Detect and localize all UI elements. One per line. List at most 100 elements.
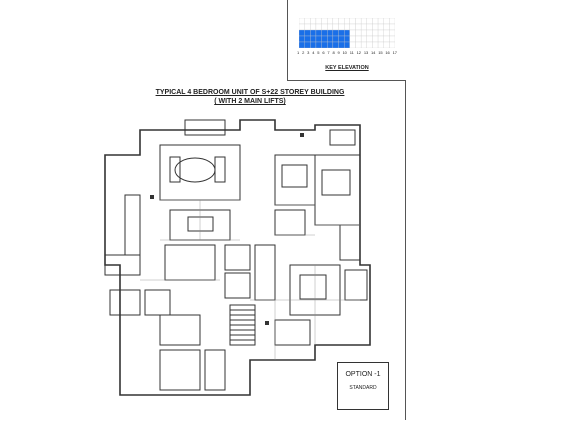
grid-cell	[360, 35, 367, 43]
grid-cell	[372, 18, 379, 25]
floor-number: 11	[349, 50, 354, 55]
grid-cell	[377, 23, 384, 31]
grid-cell	[321, 18, 328, 25]
grid-cell	[315, 41, 322, 48]
grid-cell	[327, 35, 334, 43]
grid-cell	[310, 18, 317, 25]
grid-cell	[304, 41, 311, 48]
grid-cell	[389, 35, 395, 43]
grid-cell	[383, 18, 390, 25]
grid-cell	[349, 23, 356, 31]
floor-number: 2	[302, 50, 305, 55]
option-label: OPTION -1	[345, 371, 381, 378]
floor-number: 15	[378, 50, 383, 55]
grid-cell	[355, 41, 362, 48]
grid-cell	[360, 23, 367, 31]
grid-cell	[366, 29, 373, 37]
grid-cell	[327, 41, 334, 48]
grid-cell	[389, 29, 395, 37]
floor-number: 4	[312, 50, 315, 55]
floor-number: 17	[392, 50, 397, 55]
grid-cell	[315, 29, 322, 37]
grid-cell	[355, 18, 362, 25]
grid-cell	[304, 18, 311, 25]
grid-cell	[315, 23, 322, 31]
grid-cell	[383, 23, 390, 31]
grid-cell	[299, 35, 305, 43]
grid-cell	[338, 23, 345, 31]
grid-cell	[344, 35, 350, 43]
grid-cell	[315, 35, 322, 43]
grid-cell	[344, 29, 350, 37]
plan-title: TYPICAL 4 BEDROOM UNIT OF S+22 STOREY BU…	[130, 88, 370, 106]
grid-cell	[327, 18, 334, 25]
grid-cell	[383, 29, 390, 37]
grid-cell	[383, 35, 390, 43]
grid-cell	[349, 35, 356, 43]
option-box: OPTION -1 STANDARD	[337, 362, 389, 410]
grid-cell	[321, 35, 328, 43]
grid-cell	[366, 18, 373, 25]
grid-cell	[321, 23, 328, 31]
grid-cell	[332, 29, 339, 37]
grid-cell	[327, 29, 334, 37]
grid-cell	[304, 35, 311, 43]
floor-number: 12	[356, 50, 361, 55]
grid-cell	[372, 35, 379, 43]
grid-cell	[338, 18, 345, 25]
grid-cell	[310, 23, 317, 31]
floor-number: 6	[322, 50, 325, 55]
floor-number: 13	[363, 50, 369, 55]
grid-cell	[304, 23, 311, 31]
grid-cell	[389, 23, 395, 31]
grid-cell	[355, 29, 362, 37]
grid-cell	[310, 29, 317, 37]
floor-number: 5	[317, 50, 320, 55]
floor-number: 9	[337, 50, 340, 55]
floor-number: 1	[297, 50, 300, 55]
grid-cell	[349, 18, 356, 25]
grid-cell	[366, 35, 373, 43]
grid-cell	[383, 41, 390, 48]
grid-cell	[344, 23, 350, 31]
grid-cell	[366, 23, 373, 31]
grid-cell	[321, 41, 328, 48]
grid-cell	[349, 29, 356, 37]
grid-cell	[389, 41, 395, 48]
floor-number: 3	[307, 50, 310, 55]
plan-title-line1: TYPICAL 4 BEDROOM UNIT OF S+22 STOREY BU…	[155, 89, 345, 96]
option-sub-label: STANDARD	[349, 385, 377, 391]
grid-cell	[332, 23, 339, 31]
grid-cell	[332, 18, 339, 25]
grid-cell	[304, 29, 311, 37]
grid-cell	[315, 18, 322, 25]
grid-cell	[338, 41, 345, 48]
grid-cell	[332, 35, 339, 43]
grid-cell	[332, 41, 339, 48]
grid-cell	[299, 18, 305, 25]
grid-cell	[360, 29, 367, 37]
grid-cell	[349, 41, 356, 48]
grid-cell	[310, 41, 317, 48]
key-elevation-caption: KEY ELEVATION	[325, 65, 369, 71]
grid-cell	[360, 41, 367, 48]
floor-number: 10	[342, 50, 347, 55]
floor-number: 8	[332, 50, 335, 55]
grid-cell	[355, 23, 362, 31]
grid-cell	[372, 41, 379, 48]
grid-cell	[344, 18, 350, 25]
grid-cell	[360, 18, 367, 25]
grid-cell	[372, 29, 379, 37]
floor-number: 16	[385, 50, 390, 55]
grid-cell	[389, 18, 395, 25]
grid-cell	[377, 41, 384, 48]
grid-cell	[299, 41, 305, 48]
grid-cell	[299, 29, 305, 37]
grid-cell	[372, 23, 379, 31]
grid-cell	[299, 23, 305, 31]
grid-cell	[355, 35, 362, 43]
sheet-border	[405, 0, 406, 420]
grid-cell	[366, 41, 373, 48]
